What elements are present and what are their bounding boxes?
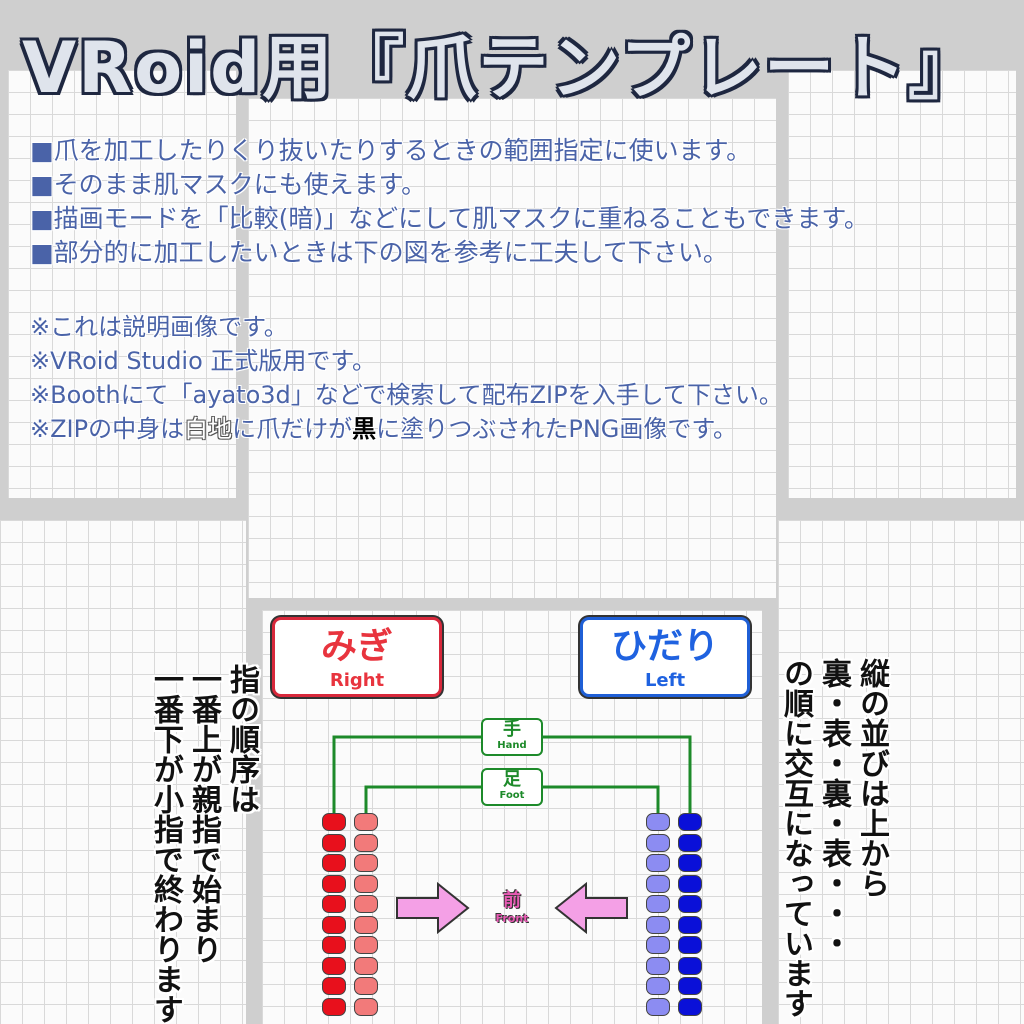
front-label-en: Front (495, 912, 529, 925)
hand-label-jp: 手 (503, 719, 521, 740)
right-foot-nail (354, 895, 378, 913)
left-hand-nail (678, 833, 702, 852)
right-hand-nail (322, 977, 346, 995)
left-foot-nail (646, 997, 670, 1016)
finger-order-line1: 指の順序は (224, 664, 259, 814)
layout-line1: 縦の並びは上から (854, 658, 889, 898)
note-white-word: 白地 (184, 415, 233, 443)
right-hand-nail (322, 997, 346, 1016)
left-hand-nail (678, 813, 702, 831)
instruction-line: ■部分的に加工したいときは下の図を参考に工夫して下さい。 (30, 238, 728, 267)
front-label: 前 Front (488, 886, 536, 925)
instruction-line: ■描画モードを「比較(暗)」などにして肌マスクに重ねることもできます。 (30, 204, 869, 233)
right-foot-nail (354, 956, 378, 975)
right-hand-nail (322, 854, 346, 872)
right-foot-nail (354, 915, 378, 934)
right-foot-nail (354, 874, 378, 893)
right-foot-nail (354, 833, 378, 852)
uv-panel-bottom-left (0, 520, 246, 1024)
right-hand-nail (322, 813, 346, 831)
note-text: ※ZIPの中身は (30, 415, 185, 443)
note-text: に爪だけが (232, 415, 353, 443)
right-foot-nail (354, 854, 378, 872)
foot-label-jp: 足 (503, 769, 521, 790)
foot-label-en: Foot (499, 790, 525, 801)
instruction-line: ■爪を加工したりくり抜いたりするときの範囲指定に使います。 (30, 136, 752, 165)
left-side-label: ひだり Left (580, 617, 750, 697)
note-line: ※これは説明画像です。 (30, 313, 288, 341)
right-foot-nail (354, 813, 378, 831)
right-side-label: みぎ Right (272, 617, 442, 697)
left-foot-nail (646, 854, 670, 872)
uv-panel-top-left (8, 70, 236, 498)
note-line-zip: ※ZIPの中身は白地に爪だけが黒に塗りつぶされたPNG画像です。 (30, 412, 1020, 446)
left-hand-nail (678, 915, 702, 934)
hand-label-en: Hand (497, 740, 527, 751)
left-hand-nail (678, 936, 702, 954)
right-hand-nail (322, 936, 346, 954)
hand-label: 手 Hand (481, 718, 543, 756)
foot-label: 足 Foot (481, 768, 543, 806)
uv-panel-top-right (788, 70, 1016, 498)
right-hand-nail (322, 833, 346, 852)
left-foot-nail (646, 956, 670, 975)
left-hand-nail (678, 874, 702, 893)
uv-panel-top-center (248, 98, 776, 598)
uv-panel-bottom-right (778, 520, 1024, 1024)
note-line: ※Boothにて「ayato3d」などで検索して配布ZIPを入手して下さい。 (30, 381, 783, 409)
note-text: に塗りつぶされたPNG画像です。 (376, 415, 737, 443)
right-hand-nail (322, 915, 346, 934)
right-hand-nail (322, 895, 346, 913)
note-list: ※これは説明画像です。 ※VRoid Studio 正式版用です。 ※Booth… (30, 310, 1020, 446)
page-title: VRoid用『爪テンプレート』 (22, 27, 981, 109)
left-foot-nail (646, 977, 670, 995)
finger-order-line2: 一番上が親指で始まり (186, 664, 221, 964)
left-hand-nail (678, 956, 702, 975)
left-hand-nail (678, 997, 702, 1016)
layout-line3: の順に交互になっています (778, 658, 813, 1018)
right-foot-nail (354, 997, 378, 1016)
instruction-list: ■爪を加工したりくり抜いたりするときの範囲指定に使います。 ■そのまま肌マスクに… (30, 134, 1020, 270)
left-label-en: Left (644, 670, 686, 691)
note-black-word: 黒 (352, 415, 377, 443)
left-foot-nail (646, 936, 670, 954)
right-hand-nail (322, 874, 346, 893)
finger-order-line3: 一番下が小指で終わります (148, 664, 183, 1024)
instruction-line: ■そのまま肌マスクにも使えます。 (30, 170, 427, 199)
note-line: ※VRoid Studio 正式版用です。 (30, 347, 377, 375)
left-hand-nail (678, 977, 702, 995)
right-foot-nail (354, 977, 378, 995)
left-foot-nail (646, 895, 670, 913)
left-label-jp: ひだり (610, 626, 719, 667)
left-foot-nail (646, 874, 670, 893)
left-hand-nail (678, 854, 702, 872)
left-foot-nail (646, 813, 670, 831)
right-label-en: Right (329, 670, 385, 691)
front-label-jp: 前 (503, 890, 521, 911)
right-foot-nail (354, 936, 378, 954)
right-label-jp: みぎ (320, 626, 393, 667)
left-foot-nail (646, 915, 670, 934)
left-hand-nail (678, 895, 702, 913)
right-hand-nail (322, 956, 346, 975)
left-foot-nail (646, 833, 670, 852)
layout-line2: 裏・表・裏・表・・・ (816, 658, 851, 958)
